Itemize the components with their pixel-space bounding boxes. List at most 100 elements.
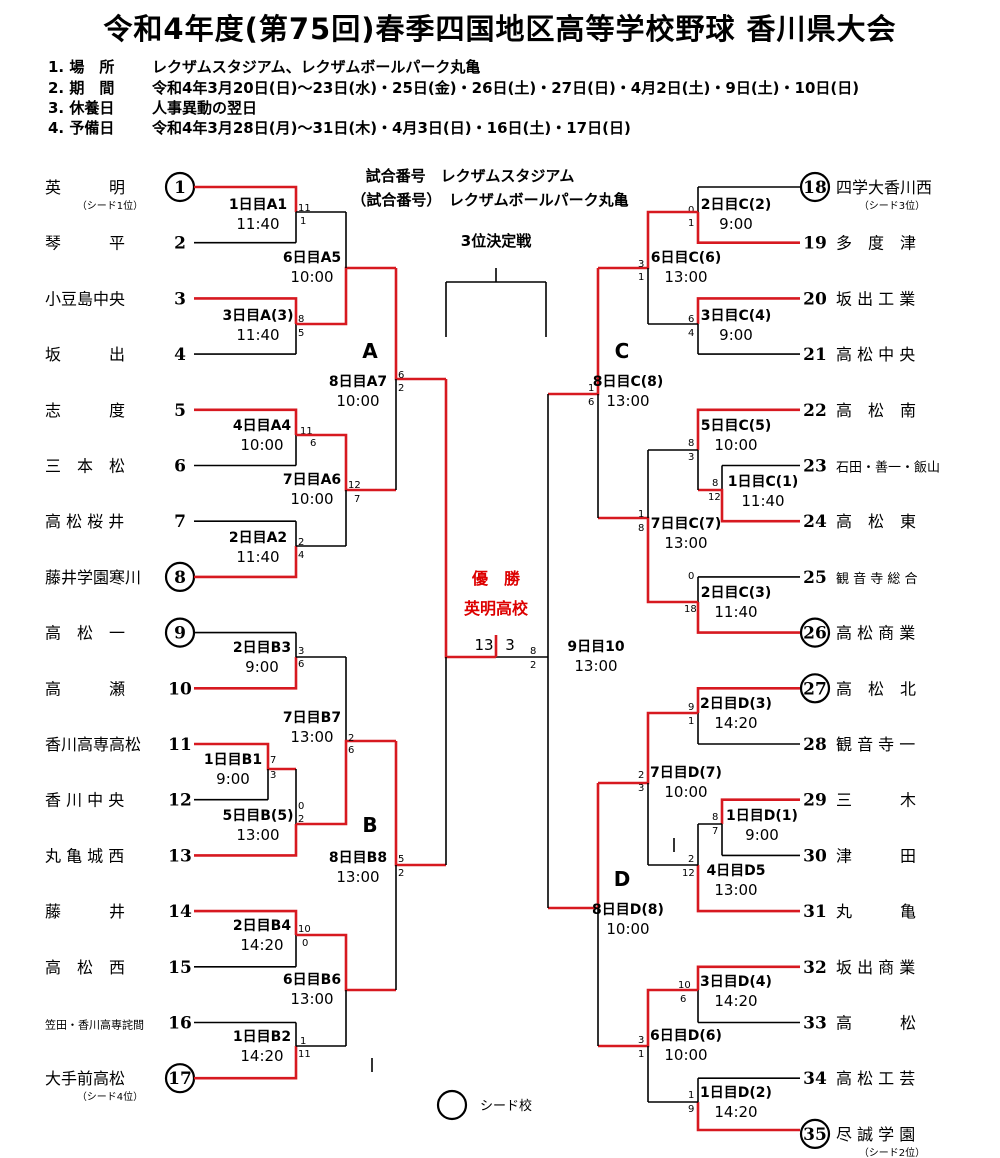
team-name-30: 津 田	[836, 846, 916, 865]
team-name-21: 高 松 中 央	[836, 345, 915, 364]
bracket-line	[698, 488, 800, 523]
game-time: 10:00	[240, 436, 283, 454]
bracket-line	[296, 933, 396, 992]
game-time: 13:00	[236, 826, 279, 844]
game-id: 8日目C(8)	[593, 374, 664, 390]
team-name-31: 丸 亀	[836, 902, 916, 921]
game-time: 13:00	[336, 868, 379, 886]
bracket-line	[696, 297, 800, 324]
score: 11	[300, 426, 313, 437]
score: 2	[688, 854, 694, 865]
bracket-line	[696, 1102, 800, 1132]
game-time: 9:00	[745, 826, 779, 844]
score: 6	[310, 438, 316, 449]
champion-score-left: 13	[474, 636, 493, 654]
game-time: 13:00	[664, 268, 707, 286]
score: 18	[684, 604, 697, 615]
score: 4	[688, 328, 694, 339]
team-name-16: 笠田・香川高専詫間	[45, 1018, 144, 1032]
info-rest-day: 3. 休養日人事異動の翌日	[48, 99, 258, 117]
bracket-line	[696, 865, 800, 913]
bracket-line	[720, 798, 800, 824]
bracket-line	[194, 742, 296, 771]
score: 1	[688, 716, 694, 727]
bracket-line	[598, 210, 698, 270]
game-time: 10:00	[290, 490, 333, 508]
team-number-21: 21	[803, 345, 827, 365]
team-name-24: 高 松 東	[836, 512, 916, 531]
score: 12	[708, 492, 721, 503]
team-name-25: 観 音 寺 総 合	[836, 571, 918, 587]
game-time: 10:00	[714, 436, 757, 454]
team-number-13: 13	[168, 846, 192, 866]
game-time: 14:20	[714, 714, 757, 732]
score: 2	[398, 868, 404, 879]
score: 8	[712, 478, 718, 489]
bracket-line	[696, 602, 800, 634]
score: 1	[638, 509, 644, 520]
score: 6	[348, 745, 354, 756]
team-number-7: 7	[174, 512, 186, 532]
score: 6	[398, 370, 404, 381]
score: 10	[298, 924, 311, 935]
game-time: 10:00	[336, 392, 379, 410]
bracket-line	[598, 516, 698, 604]
team-number-5: 5	[174, 401, 186, 421]
third-place-label: 3位決定戦	[461, 232, 532, 250]
game-time: 11:40	[741, 492, 784, 510]
team-number-33: 33	[803, 1014, 827, 1034]
game-time: 13:00	[290, 728, 333, 746]
bracket-line	[548, 783, 600, 910]
team-number-26: 26	[803, 624, 827, 644]
team-number-10: 10	[168, 679, 192, 699]
game-id: 1日目D(2)	[700, 1085, 772, 1101]
game-time: 10:00	[664, 783, 707, 801]
game-id: 1日目D(1)	[726, 808, 798, 824]
game-id: 7日目A6	[283, 472, 341, 488]
bracket-line	[696, 965, 800, 990]
game-time: 9:00	[245, 658, 279, 676]
info-period: 2. 期 間令和4年3月20日(日)～23日(水)・25日(金)・26日(土)・…	[48, 79, 860, 97]
team-number-24: 24	[803, 512, 827, 532]
game-time: 9:00	[216, 770, 250, 788]
team-name-5: 志 度	[45, 401, 125, 420]
game-id: 5日目B(5)	[223, 808, 294, 824]
score: 6	[588, 397, 594, 408]
game-time: 14:20	[240, 1047, 283, 1065]
game-time: 9:00	[719, 215, 753, 233]
team-number-29: 29	[803, 791, 827, 811]
game-time: 13:00	[290, 990, 333, 1008]
score: 2	[298, 814, 304, 825]
legend-ballpark: （試合番号） レクザムボールパーク丸亀	[351, 191, 628, 209]
team-number-19: 19	[803, 234, 827, 254]
team-name-18: 四学大香川西	[836, 178, 932, 197]
team-name-23: 石田・善一・飯山	[836, 460, 940, 476]
score: 7	[354, 494, 360, 505]
bracket-line	[194, 657, 298, 690]
score: 7	[270, 755, 276, 766]
score: 1	[300, 216, 306, 227]
score: 8	[638, 523, 644, 534]
bracket-line	[194, 909, 298, 935]
bracket-line	[548, 268, 600, 396]
score: 5	[398, 854, 404, 865]
team-name-8: 藤井学園寒川	[45, 568, 141, 587]
game-id: 3日目D(4)	[700, 974, 772, 990]
team-number-32: 32	[803, 958, 827, 978]
team-number-14: 14	[168, 902, 192, 922]
game-id: 4日目D5	[706, 863, 765, 879]
team-number-15: 15	[168, 958, 192, 978]
bracket-line	[696, 212, 800, 244]
team-number-3: 3	[174, 289, 186, 309]
score: 8	[298, 314, 304, 325]
seed-legend-circle	[436, 1089, 468, 1121]
bracket-line	[194, 824, 298, 857]
game-id: 2日目C(2)	[701, 197, 772, 213]
game-time: 9:00	[719, 326, 753, 344]
score: 10	[678, 980, 691, 991]
score: 3	[638, 1035, 644, 1046]
team-name-27: 高 松 北	[836, 679, 916, 698]
team-number-1: 1	[174, 178, 186, 198]
score: 0	[298, 801, 304, 812]
